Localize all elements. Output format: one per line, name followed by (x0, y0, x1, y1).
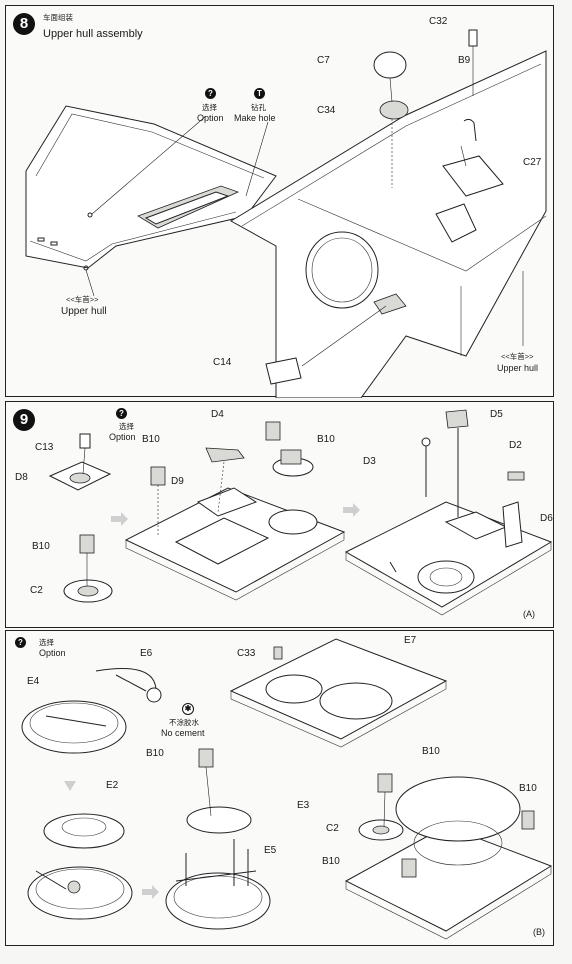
part-label-b10: B10 (317, 434, 335, 445)
question-icon: ? (15, 637, 26, 648)
assembly-tag-a: (A) (523, 609, 535, 619)
part-label-d3: D3 (363, 456, 376, 467)
part-label-d5: D5 (490, 409, 503, 420)
step-number: 9 (13, 409, 35, 431)
option-label: Option (109, 432, 136, 442)
upper-hull-left-label: Upper hull (61, 306, 107, 317)
part-label-c7: C7 (317, 55, 330, 66)
part-label-d8: D8 (15, 472, 28, 483)
option-label-cn: 选择 (202, 103, 217, 112)
part-label-e5: E5 (264, 845, 277, 856)
part-label-c34: C34 (317, 105, 336, 116)
option-label-cn: 选择 (39, 638, 54, 647)
part-label-c32: C32 (429, 16, 448, 27)
upper-hull-right-cn: <<车首>> (501, 352, 534, 361)
part-label-c13: C13 (35, 442, 54, 453)
part-label-e2: E2 (106, 780, 119, 791)
step-9b-drawing (21, 638, 553, 940)
option-label: Option (197, 113, 224, 123)
assembly-tag-b: (B) (533, 927, 545, 937)
part-label-e4: E4 (27, 676, 40, 687)
part-label-e7: E7 (404, 635, 417, 646)
upper-hull-right-label: Upper hull (497, 363, 539, 373)
step-9a-drawing (48, 409, 553, 616)
upper-hull-left-cn: <<车首>> (66, 295, 99, 304)
question-icon: ? (116, 408, 127, 419)
no-cement-label: No cement (161, 728, 205, 738)
step-arrow-icon (111, 512, 128, 526)
step-8-panel: 8 车面组装 Upper hull assembly ? 选择 Option T… (5, 5, 554, 398)
make-hole-label: Make hole (234, 113, 276, 123)
part-label-c14: C14 (213, 357, 232, 368)
part-label-e6: E6 (140, 648, 153, 659)
part-label-b10: B10 (142, 434, 160, 445)
option-label-cn: 选择 (119, 422, 134, 431)
no-glue-icon: ✱ (182, 703, 194, 715)
part-label-c33: C33 (237, 648, 256, 659)
step-9b-panel: ? 选择 Option ✱ 不涂胶水 No cement E6 E4 C33 E… (5, 630, 554, 946)
drill-icon: T (254, 88, 265, 99)
part-label-b10: B10 (322, 856, 340, 867)
part-label-b10: B10 (519, 783, 537, 794)
step-number: 8 (13, 13, 35, 35)
part-label-d4: D4 (211, 409, 224, 420)
part-label-c2: C2 (30, 585, 43, 596)
part-label-d6: D6 (540, 513, 553, 524)
part-label-b10: B10 (32, 541, 50, 552)
part-label-b10: B10 (422, 746, 440, 757)
no-cement-label-cn: 不涂胶水 (169, 718, 199, 727)
question-icon: ? (205, 88, 216, 99)
part-label-c2: C2 (326, 823, 339, 834)
part-label-c27: C27 (523, 157, 542, 168)
step-9a-panel: 9 ? 选择 Option C13 D8 B10 D4 B10 D9 B10 C… (5, 401, 554, 628)
part-label-d2: D2 (509, 440, 522, 451)
make-hole-label-cn: 钻孔 (251, 103, 266, 112)
step-title: Upper hull assembly (43, 28, 143, 40)
step-8-drawing (25, 29, 547, 398)
part-label-b10: B10 (146, 748, 164, 759)
part-label-d9: D9 (171, 476, 184, 487)
option-label: Option (39, 648, 66, 658)
part-label-e3: E3 (297, 800, 310, 811)
part-label-b9: B9 (458, 55, 471, 66)
step-title-cn: 车面组装 (43, 13, 73, 22)
